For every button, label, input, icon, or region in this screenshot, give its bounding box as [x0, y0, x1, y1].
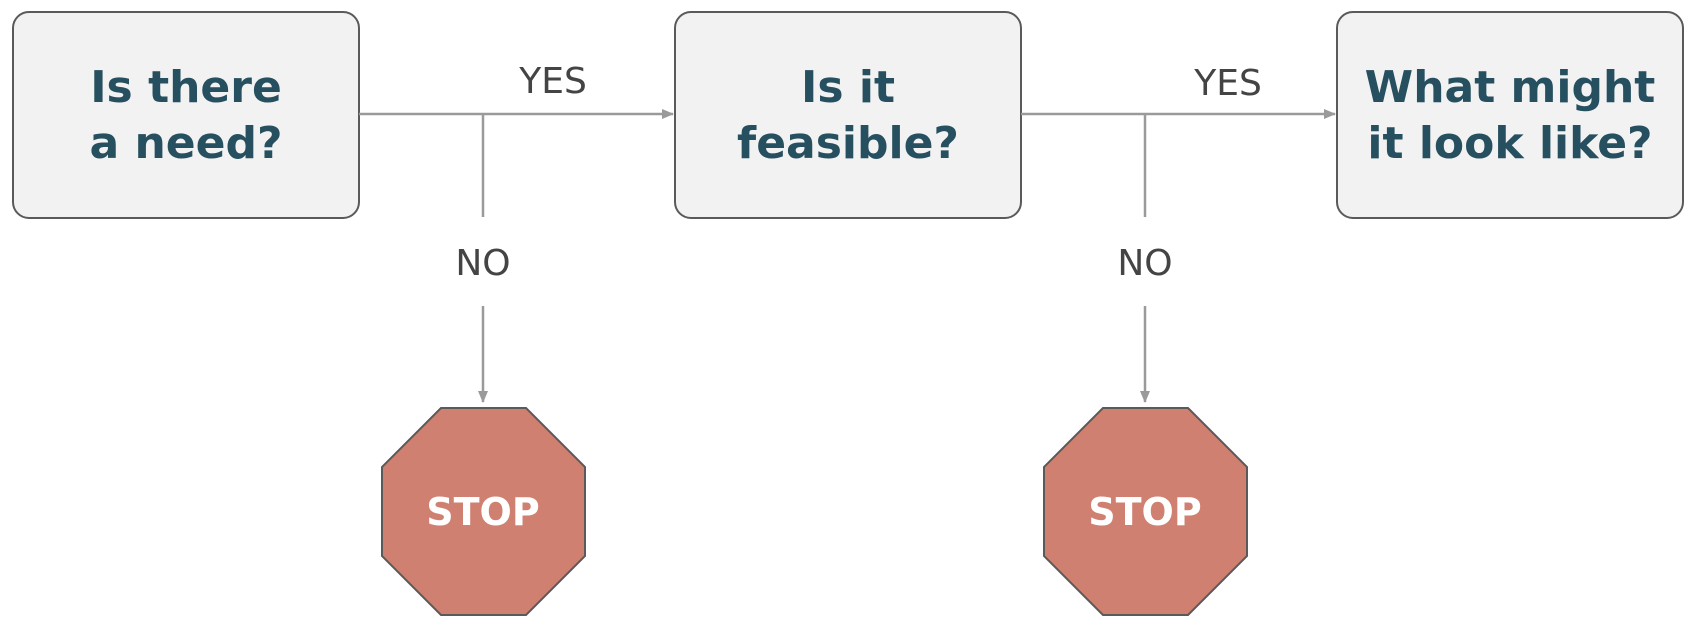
node-look: What might it look like?: [1336, 11, 1684, 219]
no-label-2: NO: [1117, 243, 1172, 284]
stop-octagon-1: [381, 407, 586, 616]
stop-octagon-2: [1043, 407, 1248, 616]
node-look-line2: it look like?: [1367, 118, 1652, 169]
node-look-box: [1336, 11, 1684, 219]
node-feasible-box: [674, 11, 1022, 219]
yes-label-2: YES: [1193, 63, 1262, 104]
stop-label-1: STOP: [426, 490, 539, 534]
node-feasible: Is it feasible?: [674, 11, 1022, 219]
node-look-line1: What might: [1365, 62, 1656, 113]
node-need-line2: a need?: [89, 118, 282, 169]
node-feasible-line1: Is it: [801, 62, 895, 113]
yes-label-1: YES: [518, 61, 587, 102]
node-need-line1: Is there: [90, 62, 282, 113]
node-need-box: [12, 11, 360, 219]
stop-sign-2: STOP: [1043, 407, 1248, 616]
node-need: Is there a need?: [12, 11, 360, 219]
stop-sign-1: STOP: [381, 407, 586, 616]
no-label-1: NO: [455, 243, 510, 284]
stop-label-2: STOP: [1088, 490, 1201, 534]
node-feasible-line2: feasible?: [737, 118, 959, 169]
